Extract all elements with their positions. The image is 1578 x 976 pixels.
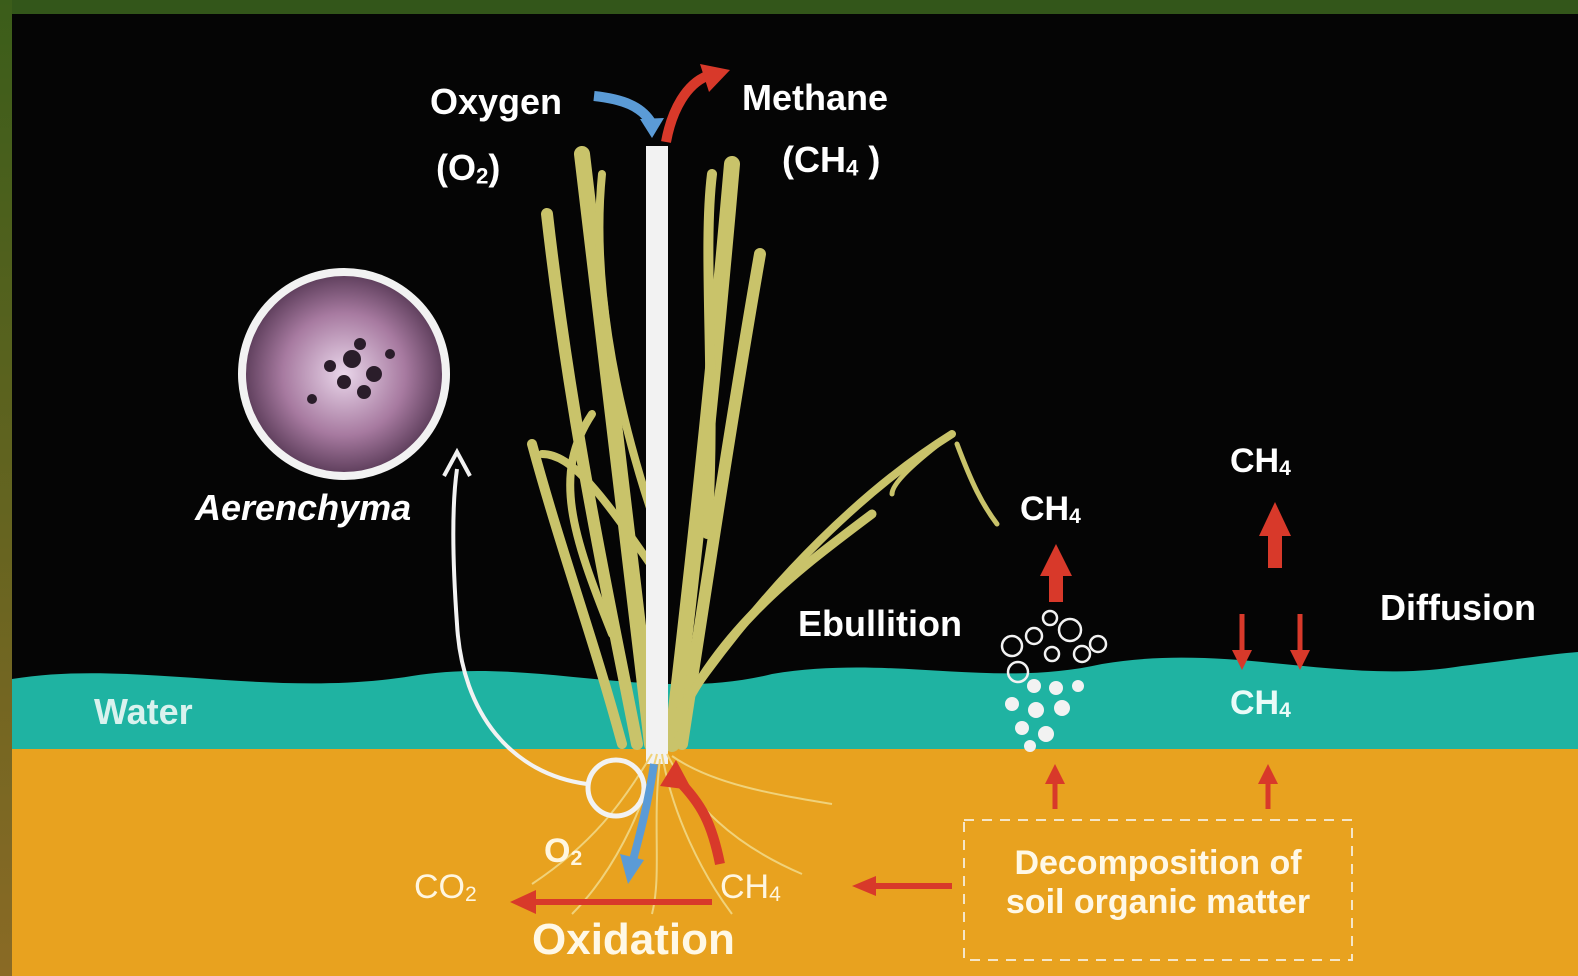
methane-outflow-arrow [666, 76, 707, 142]
diagram-panel: Oxygen (O2) Methane (CH4 ) Aerenchyma Wa… [12, 14, 1578, 976]
diffusion-ch4-water-label: CH4 [1230, 686, 1291, 721]
root-ch4-label: CH4 [720, 870, 781, 905]
root-o2-label: O2 [544, 834, 582, 869]
oxidation-label: Oxidation [532, 918, 735, 962]
diffusion-up-arrow [1268, 534, 1282, 568]
frame-top-border [0, 0, 1578, 14]
methane-formula-label: (CH4 ) [782, 142, 880, 180]
ebullition-ch4-label: CH4 [1020, 492, 1081, 527]
oxygen-formula-label: (O2) [436, 150, 500, 188]
frame-left-border [0, 0, 12, 976]
diffusion-ch4-top-label: CH4 [1230, 444, 1291, 479]
decomposition-label: Decomposition of soil organic matter [964, 844, 1352, 922]
diffusion-label: Diffusion [1380, 590, 1536, 626]
aerenchyma-inset-icon [242, 272, 446, 476]
decomposition-line-1: Decomposition of [964, 844, 1352, 883]
plant-stem-tube [646, 146, 668, 764]
aerenchyma-label: Aerenchyma [195, 490, 411, 526]
water-layer [12, 652, 1578, 749]
ebullition-up-arrow [1049, 574, 1063, 602]
methane-label: Methane [742, 80, 888, 116]
decomposition-line-2: soil organic matter [964, 883, 1352, 922]
rice-plant [532, 154, 997, 744]
water-label: Water [94, 694, 193, 730]
co2-label: CO2 [414, 870, 477, 905]
oxygen-label: Oxygen [430, 84, 562, 120]
ebullition-label: Ebullition [798, 606, 962, 642]
